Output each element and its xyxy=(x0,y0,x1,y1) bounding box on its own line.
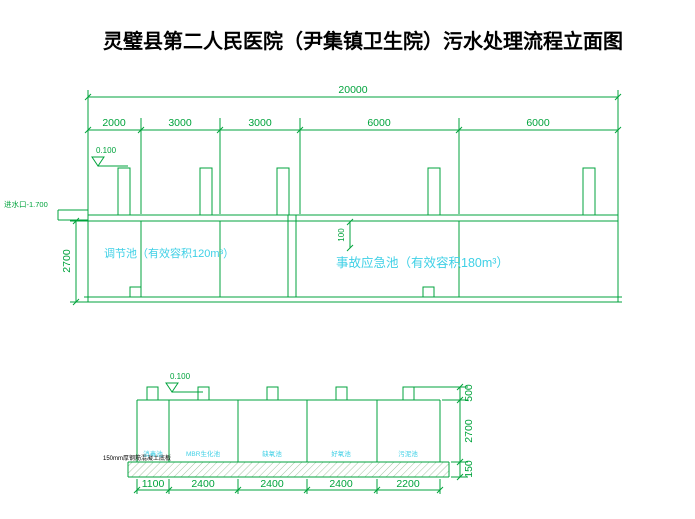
compartment-label-1: 消毒池 xyxy=(143,449,163,458)
upper-level-mark-value: 0.100 xyxy=(96,146,117,155)
vent-stack-2 xyxy=(197,386,210,401)
dim-overall-length: 20000 xyxy=(338,84,367,96)
upper-level-mark-symbol xyxy=(91,156,128,167)
page-title: 灵璧县第二人民医院（尹集镇卫生院）污水处理流程立面图 xyxy=(103,29,623,53)
sump-pit-2 xyxy=(422,286,435,298)
manhole-stack-5 xyxy=(582,167,596,216)
dim-height-2: 2700 xyxy=(463,419,475,443)
upper-overall-dim-linework xyxy=(84,90,622,215)
lower-tank-structure xyxy=(136,386,441,462)
compartment-label-2: MBR生化池 xyxy=(186,449,220,458)
upper-segment-dim-linework xyxy=(84,118,622,214)
dim-segment-2: 3000 xyxy=(168,117,192,129)
dim-bottom-1: 1100 xyxy=(142,478,165,490)
base-slab-note: 150mm厚钢筋混凝土底板 xyxy=(103,454,171,462)
manhole-stack-1 xyxy=(117,167,131,216)
sump-pit-1 xyxy=(129,286,142,298)
lower-right-dim-linework xyxy=(414,383,468,481)
manhole-stack-4 xyxy=(427,167,441,216)
dim-bottom-4: 2400 xyxy=(329,478,353,490)
dim-segment-5: 6000 xyxy=(526,117,550,129)
base-slab-hatch xyxy=(128,462,449,477)
upper-depth-dim-linework xyxy=(70,217,88,306)
dim-bottom-2: 2400 xyxy=(191,478,215,490)
upper-wall-dim-linework xyxy=(346,218,354,252)
dim-bottom-3: 2400 xyxy=(260,478,284,490)
dim-segment-1: 2000 xyxy=(102,117,126,129)
vent-stack-5 xyxy=(402,386,415,401)
vent-stack-4 xyxy=(335,386,348,401)
compartment-label-3: 缺氧池 xyxy=(262,449,282,458)
inlet-label: 进水口-1.700 xyxy=(4,199,48,209)
lower-level-mark-symbol xyxy=(165,382,203,393)
dim-wall-height: 100 xyxy=(337,228,346,242)
compartment-label-4: 好氧池 xyxy=(331,449,351,458)
inlet-pipe xyxy=(57,209,88,221)
dim-segment-3: 3000 xyxy=(248,117,272,129)
base-slab-outline xyxy=(127,461,450,478)
lower-elevation-view: 0.100 150mm厚钢筋混凝土底板 消毒池 MBR生化池 xyxy=(103,372,475,494)
dim-height-1: 500 xyxy=(463,384,475,402)
dim-height-3: 150 xyxy=(463,460,475,478)
dim-bottom-5: 2200 xyxy=(396,478,420,490)
upper-tank-structure xyxy=(84,167,622,303)
vent-stack-3 xyxy=(266,386,279,401)
manhole-stack-3 xyxy=(276,167,290,216)
vent-stack-1 xyxy=(146,386,159,401)
upper-elevation-view: 20000 2000 3000 3000 6000 6000 0.100 进水口… xyxy=(4,84,622,306)
regulating-tank-label: 调节池（有效容积120m³） xyxy=(104,246,234,260)
emergency-tank-label: 事故应急池（有效容积180m³） xyxy=(336,255,509,270)
dim-segment-4: 6000 xyxy=(367,117,391,129)
compartment-label-5: 污泥池 xyxy=(398,449,418,458)
lower-level-mark-value: 0.100 xyxy=(170,372,191,381)
manhole-stack-2 xyxy=(199,167,213,216)
lower-bottom-dim-linework xyxy=(133,479,444,494)
dim-tank-depth: 2700 xyxy=(61,249,73,273)
